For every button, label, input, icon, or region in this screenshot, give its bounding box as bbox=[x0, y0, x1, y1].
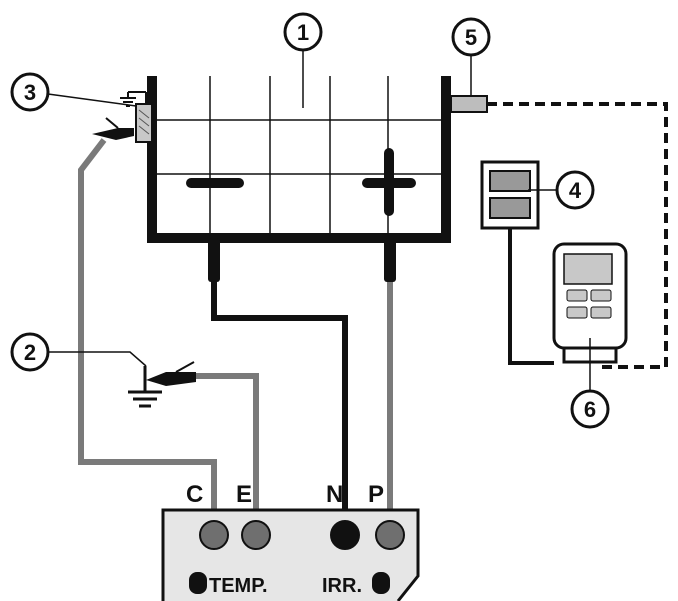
terminal-n-label: N bbox=[326, 481, 343, 508]
callout-2-leader bbox=[48, 351, 147, 367]
lead-n bbox=[211, 282, 348, 528]
callout-2-number: 2 bbox=[24, 340, 36, 365]
terminal-c-label: C bbox=[186, 481, 203, 508]
pv-module bbox=[147, 76, 451, 282]
remote-unit bbox=[552, 242, 628, 364]
callout-1-number: 1 bbox=[297, 20, 309, 45]
probe-cable-dashed bbox=[487, 102, 668, 369]
irradiance-meter bbox=[480, 160, 540, 230]
earth-symbol-small bbox=[120, 91, 147, 107]
terminal-c bbox=[199, 520, 229, 550]
terminal-n bbox=[330, 520, 360, 550]
meter-cable bbox=[508, 228, 554, 365]
callout-2-circle bbox=[10, 332, 50, 372]
callout-6-number: 6 bbox=[584, 397, 596, 422]
terminal-e-label: E bbox=[236, 481, 252, 508]
terminal-e bbox=[241, 520, 271, 550]
temp-label: TEMP. bbox=[209, 575, 268, 597]
module-connector-negative bbox=[208, 238, 220, 282]
lead-c bbox=[78, 138, 217, 528]
module-connector-positive bbox=[384, 238, 396, 282]
callout-4-number: 4 bbox=[569, 178, 582, 203]
terminal-p bbox=[375, 520, 405, 550]
earth-symbol-large bbox=[128, 366, 162, 408]
callout-1-circle bbox=[283, 12, 323, 52]
callout-5-circle bbox=[451, 17, 491, 57]
callout-3-number: 3 bbox=[24, 80, 36, 105]
module-grid bbox=[157, 76, 441, 233]
callout-6-circle bbox=[570, 389, 610, 429]
alligator-clip-e bbox=[146, 361, 196, 386]
module-frame bbox=[147, 76, 451, 243]
callout-3-circle bbox=[10, 72, 50, 112]
alligator-clip-c bbox=[92, 117, 134, 140]
ground-clamp bbox=[135, 103, 153, 143]
lead-e bbox=[196, 373, 259, 528]
irr-socket bbox=[372, 572, 390, 594]
temperature-probe bbox=[450, 95, 488, 113]
terminal-p-label: P bbox=[368, 481, 384, 508]
positive-electrode bbox=[362, 148, 416, 216]
callout-4-circle bbox=[555, 170, 595, 210]
irr-label: IRR. bbox=[322, 575, 362, 597]
callout-5-number: 5 bbox=[465, 25, 477, 50]
temp-socket bbox=[189, 572, 207, 594]
callout-3-leader bbox=[47, 93, 137, 107]
negative-electrode bbox=[186, 178, 244, 188]
test-instrument bbox=[161, 508, 420, 601]
